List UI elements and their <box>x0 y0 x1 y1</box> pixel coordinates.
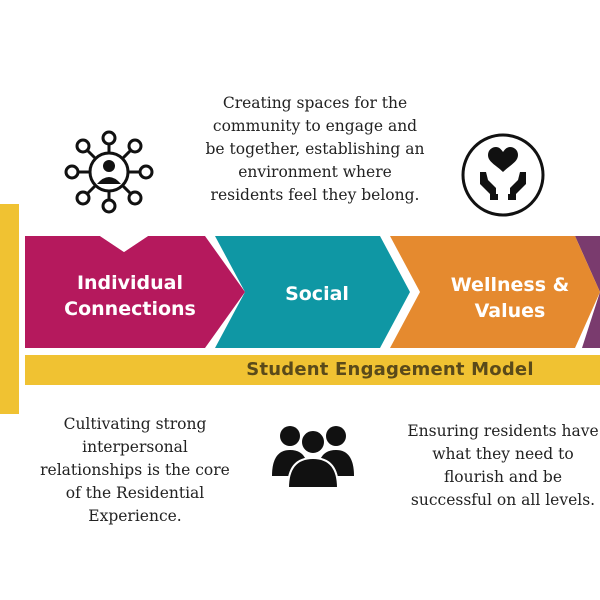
chevron-wellness <box>390 236 600 348</box>
individual-label-line: Individual <box>76 272 184 294</box>
individual-description: Cultivating strong interpersonal relatio… <box>20 413 250 528</box>
social-description-line: environment where <box>238 163 392 181</box>
left-accent-bar <box>0 204 19 414</box>
people-network-icon <box>64 130 154 214</box>
individual-description-line: Cultivating strong <box>63 415 207 433</box>
group-icon <box>272 426 354 489</box>
notch-white <box>100 236 148 252</box>
social-label-line: Social <box>285 283 349 305</box>
social-description: Creating spaces for the community to eng… <box>185 92 445 207</box>
individual-description-line: interpersonal <box>82 438 188 456</box>
chevron-social <box>215 236 410 348</box>
wellness-values-label: Wellness & Values <box>440 272 580 324</box>
chevron-individual <box>25 236 245 348</box>
social-description-line: community to engage and <box>212 117 418 135</box>
social-description-line: Creating spaces for the <box>222 94 408 112</box>
individual-connections-label: Individual Connections <box>50 270 210 322</box>
wellness-label-line: Values <box>474 300 546 322</box>
heart-hands-icon <box>461 133 545 217</box>
wellness-description-line: Ensuring residents have <box>407 422 599 440</box>
wellness-description-line: successful on all levels. <box>410 491 596 509</box>
individual-description-line: relationships is the core <box>40 461 230 479</box>
social-description-line: be together, establishing an <box>205 140 425 158</box>
individual-description-line: Experience. <box>88 507 182 525</box>
wellness-description: Ensuring residents have what they need t… <box>398 420 600 512</box>
model-title: Student Engagement Model <box>246 359 534 380</box>
model-banner: Student Engagement Model <box>25 355 600 385</box>
individual-label-line: Connections <box>64 298 196 320</box>
purple-edge-segment <box>575 236 600 348</box>
social-label: Social <box>262 281 372 307</box>
wellness-description-line: what they need to <box>432 445 574 463</box>
individual-description-line: of the Residential <box>65 484 205 502</box>
wellness-description-line: flourish and be <box>443 468 563 486</box>
wellness-label-line: Wellness & <box>450 274 570 296</box>
social-description-line: residents feel they belong. <box>210 186 420 204</box>
